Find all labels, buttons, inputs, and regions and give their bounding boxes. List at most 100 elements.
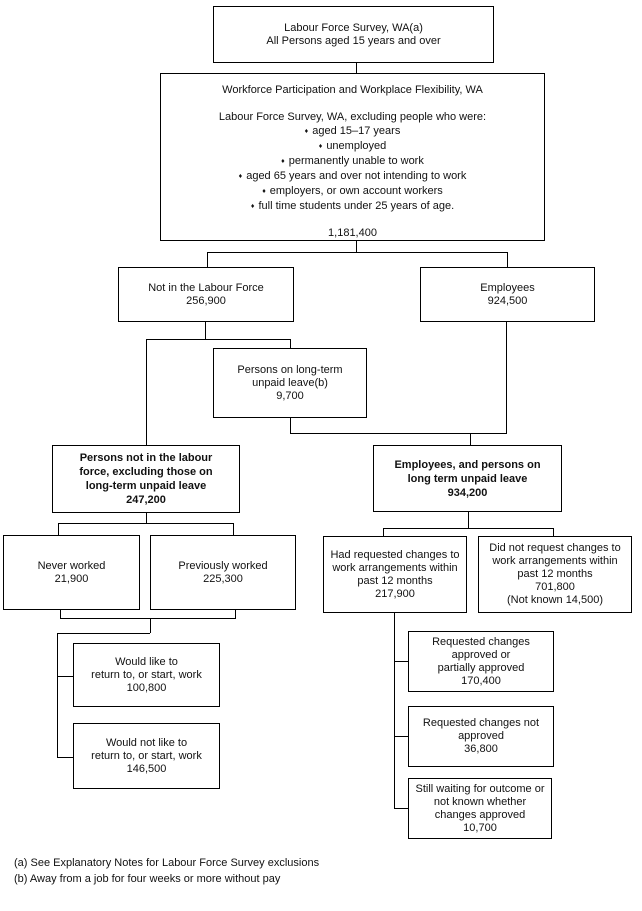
connector-line (290, 433, 507, 434)
connector-line (356, 63, 357, 73)
node-line: partially approved (437, 661, 525, 674)
node-line: not known whether (433, 795, 527, 808)
node-did-not-request-changes: Did not request changes to work arrangem… (478, 536, 632, 613)
node-line: 934,200 (447, 486, 488, 499)
connector-line (470, 433, 471, 445)
node-line: 100,800 (126, 681, 167, 694)
node-not-in-labour-force: Not in the Labour Force 256,900 (118, 267, 294, 322)
connector-line (57, 676, 73, 677)
node-line: past 12 months (517, 568, 593, 580)
diamond-bullet-icon: ♦ (250, 202, 255, 210)
connector-line (57, 633, 58, 758)
diamond-bullet-icon: ♦ (262, 187, 266, 195)
node-line: long term unpaid leave (407, 472, 528, 485)
node-line: Persons not in the labour (79, 452, 213, 464)
node-labour-force-survey: Labour Force Survey, WA(a) All Persons a… (213, 6, 494, 63)
node-still-waiting-outcome: Still waiting for outcome or not known w… (408, 778, 552, 839)
node-line: Requested changes not (422, 717, 540, 729)
diamond-bullet-icon: ♦ (304, 127, 309, 135)
node-line: work arrangements within (332, 561, 458, 574)
connector-line (58, 523, 234, 524)
node-had-requested-changes: Had requested changes to work arrangemen… (323, 536, 467, 613)
connector-line (205, 322, 206, 339)
node-changes-approved: Requested changes approved or partially … (408, 631, 554, 692)
connector-line (553, 528, 554, 536)
node-workforce-participation-scope: Workforce Participation and Workplace Fl… (160, 73, 545, 241)
connector-line (290, 339, 291, 348)
exclusion-item: ♦full time students under 25 years of ag… (251, 199, 454, 214)
connector-line (394, 808, 408, 809)
connector-line (58, 523, 59, 535)
exclusion-item: ♦aged 65 years and over not intending to… (239, 169, 467, 184)
connector-line (383, 528, 384, 536)
footnote-b: (b) Away from a job for four weeks or mo… (14, 873, 281, 885)
node-line: Had requested changes to (330, 548, 460, 561)
node-line: return to, or start, work (91, 749, 202, 762)
exclusion-item: ♦permanently unable to work (281, 154, 424, 169)
node-line: Not in the Labour Force (148, 281, 264, 294)
exclusion-text: permanently unable to work (288, 154, 424, 167)
node-line: Would like to (115, 655, 178, 668)
scope-intro: Labour Force Survey, WA, excluding peopl… (218, 110, 487, 123)
diamond-bullet-icon: ♦ (318, 142, 323, 150)
connector-line (356, 241, 357, 252)
node-would-not-like-to-work: Would not like to return to, or start, w… (73, 723, 220, 789)
node-line: 21,900 (54, 572, 89, 585)
node-line: approved (458, 730, 504, 742)
connector-line (468, 512, 469, 528)
connector-line (57, 633, 150, 634)
node-line: 9,700 (276, 389, 304, 402)
exclusion-text: full time students under 25 years of age… (258, 199, 455, 212)
node-never-worked: Never worked 21,900 (3, 535, 140, 610)
connector-line (60, 610, 61, 619)
connector-line (207, 252, 208, 267)
node-employees-plus-leave: Employees, and persons on long term unpa… (373, 445, 562, 512)
node-line: All Persons aged 15 years and over (266, 34, 441, 47)
exclusion-text: aged 65 years and over not intending to … (246, 169, 467, 182)
connector-line (233, 523, 234, 535)
diamond-bullet-icon: ♦ (281, 157, 285, 165)
node-line: 701,800 (535, 581, 575, 593)
node-line: force, excluding those on (79, 466, 213, 478)
exclusion-text: unemployed (326, 139, 387, 152)
connector-line (146, 339, 291, 340)
node-previously-worked: Previously worked 225,300 (150, 535, 296, 610)
diamond-bullet-icon: ♦ (238, 172, 243, 180)
node-line: 217,900 (375, 587, 415, 600)
connector-line (60, 618, 236, 619)
node-line: 36,800 (464, 743, 498, 755)
node-line: work arrangements within (492, 555, 618, 567)
connector-line (506, 322, 507, 433)
connector-line (146, 513, 147, 523)
connector-line (383, 528, 554, 529)
connector-line (235, 610, 236, 619)
node-line: Would not like to (105, 736, 188, 749)
node-line: Still waiting for outcome or (415, 782, 545, 795)
footnotes: (a) See Explanatory Notes for Labour For… (14, 855, 319, 887)
node-line: (Not known 14,500) (507, 594, 603, 606)
node-line: 146,500 (126, 762, 167, 775)
node-line: 256,900 (186, 294, 226, 307)
node-line: 170,400 (461, 674, 501, 687)
node-nilf-excluding-leave: Persons not in the labour force, excludi… (52, 445, 240, 513)
connector-line (290, 418, 291, 433)
node-line: return to, or start, work (91, 668, 202, 681)
node-line: Previously worked (178, 559, 268, 572)
exclusion-item: ♦aged 15–17 years (305, 124, 401, 139)
scope-title: Workforce Participation and Workplace Fl… (222, 84, 483, 96)
node-line: changes approved (434, 808, 526, 821)
node-line: 225,300 (203, 572, 243, 585)
connector-line (394, 736, 408, 737)
node-line: 10,700 (463, 821, 497, 834)
node-line: Did not request changes to (489, 542, 621, 554)
connector-line (207, 252, 508, 253)
exclusion-text: employers, or own account workers (269, 184, 443, 197)
node-line: Employees (480, 281, 535, 294)
node-line: past 12 months (357, 574, 433, 587)
node-line: Requested changes (432, 635, 530, 648)
connector-line (146, 339, 147, 445)
node-long-term-unpaid-leave: Persons on long-term unpaid leave(b) 9,7… (213, 348, 367, 418)
node-line: long-term unpaid leave (85, 480, 207, 492)
node-line: Employees, and persons on (394, 458, 541, 471)
